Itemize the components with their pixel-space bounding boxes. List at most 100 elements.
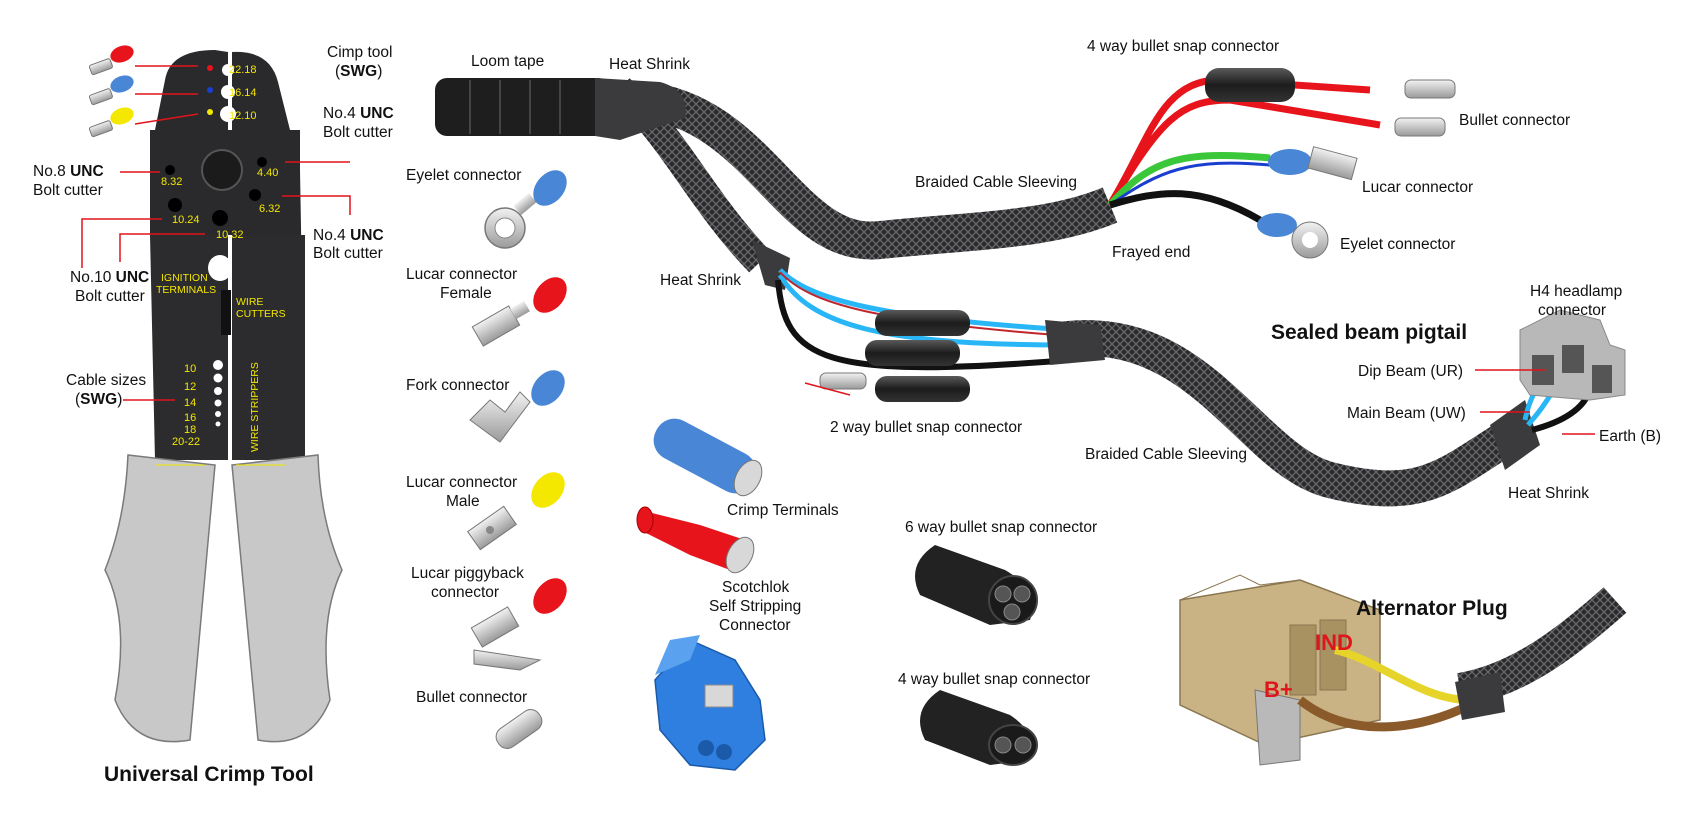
bolt-size-1024: 10.24 xyxy=(172,214,200,226)
harness-callout-lines xyxy=(1475,369,1595,435)
h4-connector-shape xyxy=(1519,309,1626,401)
wire-black xyxy=(1108,190,1262,224)
wire-strippers-label: WIRE STRIPPERS xyxy=(249,362,261,452)
ind-wire xyxy=(1334,646,1471,704)
piggyback-label-1: Lucar piggyback xyxy=(411,565,524,582)
crimp-tool: 22.18 16.14 12.10 4.40 8.32 6.32 10.24 1… xyxy=(104,50,343,743)
loom-tape-bands xyxy=(469,80,561,134)
two-way-shape-1 xyxy=(875,310,970,336)
no4-top-bolt: Bolt cutter xyxy=(323,124,393,141)
four-way-bottom-shape xyxy=(920,690,1038,766)
h4-label-1: H4 headlamp xyxy=(1530,283,1622,300)
four-way-bottom-label: 4 way bullet snap connector xyxy=(898,671,1090,688)
bolt-size-440: 4.40 xyxy=(257,167,278,179)
cimp-tool-label: Cimp tool xyxy=(327,44,392,61)
bullet-mid xyxy=(819,372,867,390)
no4-bottom-bolt: Bolt cutter xyxy=(313,245,383,262)
bolt-size-832: 8.32 xyxy=(161,176,182,188)
eyelet-connector-shape xyxy=(484,170,567,249)
ind-label: IND xyxy=(1315,630,1353,655)
lucar-top-shape xyxy=(1268,149,1312,175)
no10-bolt: Bolt cutter xyxy=(75,288,145,305)
dip-beam-label: Dip Beam (UR) xyxy=(1358,363,1463,380)
no4-top-label: No.4 UNC xyxy=(323,105,394,122)
no8-label: No.8 UNC xyxy=(33,163,104,180)
strip-size-20-22: 20-22 xyxy=(172,436,200,448)
no8-bolt: Bolt cutter xyxy=(33,182,103,199)
braided-bottom-label: Braided Cable Sleeving xyxy=(1085,446,1247,463)
scotchlok-shape xyxy=(654,635,766,771)
alternator-heat-shrink xyxy=(1455,672,1505,720)
ignition-label-2: TERMINALS xyxy=(156,284,216,296)
frayed-end-label: Frayed end xyxy=(1112,244,1190,261)
strip-size-18: 18 xyxy=(184,424,196,436)
six-way-connector-shape xyxy=(915,545,1038,625)
cable-sizes-swg: (SWG) xyxy=(75,391,122,408)
lucar-female-label-2: Female xyxy=(440,285,492,302)
eyelet-top-shape xyxy=(1257,213,1297,237)
lucar-male-label-1: Lucar connector xyxy=(406,474,517,491)
wire-red-2 xyxy=(1106,96,1381,207)
wire-black-mid xyxy=(775,279,1071,371)
wire-cutters-label-1: WIRE xyxy=(236,296,263,308)
wire-cyan-1 xyxy=(778,268,1071,333)
eyelet-connector-label: Eyelet connector xyxy=(1340,236,1455,253)
six-way-label: 6 way bullet snap connector xyxy=(905,519,1097,536)
heat-shrink-top-shape xyxy=(595,78,686,140)
scotchlok-label-3: Connector xyxy=(719,617,791,634)
loom-tape-label: Loom tape xyxy=(471,53,544,70)
tool-terminals xyxy=(88,45,134,138)
ignition-label-1: IGNITION xyxy=(161,272,208,284)
arrow-line-mid xyxy=(804,382,851,396)
bullet-connector-label: Bullet connector xyxy=(1459,112,1570,129)
eyelet-label: Eyelet connector xyxy=(406,167,521,184)
heat-shrink-top-label: Heat Shrink xyxy=(609,56,690,73)
wire-cyan-2 xyxy=(777,273,1071,348)
bolt-size-632: 6.32 xyxy=(259,203,280,215)
heat-shrink-junction xyxy=(1045,320,1105,365)
lucar-connector-label: Lucar connector xyxy=(1362,179,1473,196)
loom-tape-shape xyxy=(435,78,610,136)
heat-shrink-mid-label: Heat Shrink xyxy=(660,272,741,289)
wire-green xyxy=(1107,152,1271,208)
h4-label-2: connector xyxy=(1538,302,1606,319)
crimp-terminals-label: Crimp Terminals xyxy=(727,502,839,519)
four-way-top-label: 4 way bullet snap connector xyxy=(1087,38,1279,55)
strip-size-12: 12 xyxy=(184,381,196,393)
piggyback-shape xyxy=(470,578,567,671)
earth-label: Earth (B) xyxy=(1599,428,1661,445)
alternator-title: Alternator Plug xyxy=(1356,597,1508,620)
bullet-connector-shape xyxy=(495,709,543,749)
b-plus-label: B+ xyxy=(1264,677,1293,702)
bullet-label: Bullet connector xyxy=(416,689,527,706)
bolt-size-1032: 10.32 xyxy=(216,229,244,241)
wire-red-stripe xyxy=(779,271,1071,337)
heat-shrink-bottom-label: Heat Shrink xyxy=(1508,485,1589,502)
bullet-top-1 xyxy=(1404,79,1456,99)
fork-label: Fork connector xyxy=(406,377,509,394)
crimp-tool-title: Universal Crimp Tool xyxy=(104,763,314,786)
main-beam-label: Main Beam (UW) xyxy=(1347,405,1466,422)
strip-size-16: 16 xyxy=(184,412,196,424)
eyelet-top-hole xyxy=(1302,232,1318,248)
scotchlok-label-1: Scotchlok xyxy=(722,579,789,596)
lucar-male-label-2: Male xyxy=(446,493,480,510)
crimp-size-3: 12.10 xyxy=(229,110,257,122)
crimp-terminals-shape xyxy=(636,418,763,574)
tool-callout-lines xyxy=(81,65,351,401)
cimp-tool-swg: (SWG) xyxy=(335,63,382,80)
two-way-shape-3 xyxy=(875,376,970,402)
scotchlok-label-2: Self Stripping xyxy=(709,598,801,615)
braided-top-label: Braided Cable Sleeving xyxy=(915,174,1077,191)
piggyback-label-2: connector xyxy=(431,584,499,601)
lucar-top-blade xyxy=(1307,146,1358,181)
wire-blue-stripe xyxy=(1109,161,1271,207)
two-way-shape-2 xyxy=(865,340,960,366)
braided-sleeve-bottom xyxy=(1057,320,1529,507)
lucar-male-shape xyxy=(466,472,565,551)
fork-connector-shape xyxy=(469,370,565,443)
cable-sizes-label: Cable sizes xyxy=(66,372,146,389)
sealed-beam-title: Sealed beam pigtail xyxy=(1271,321,1467,344)
crimp-size-2: 16.14 xyxy=(229,87,257,99)
